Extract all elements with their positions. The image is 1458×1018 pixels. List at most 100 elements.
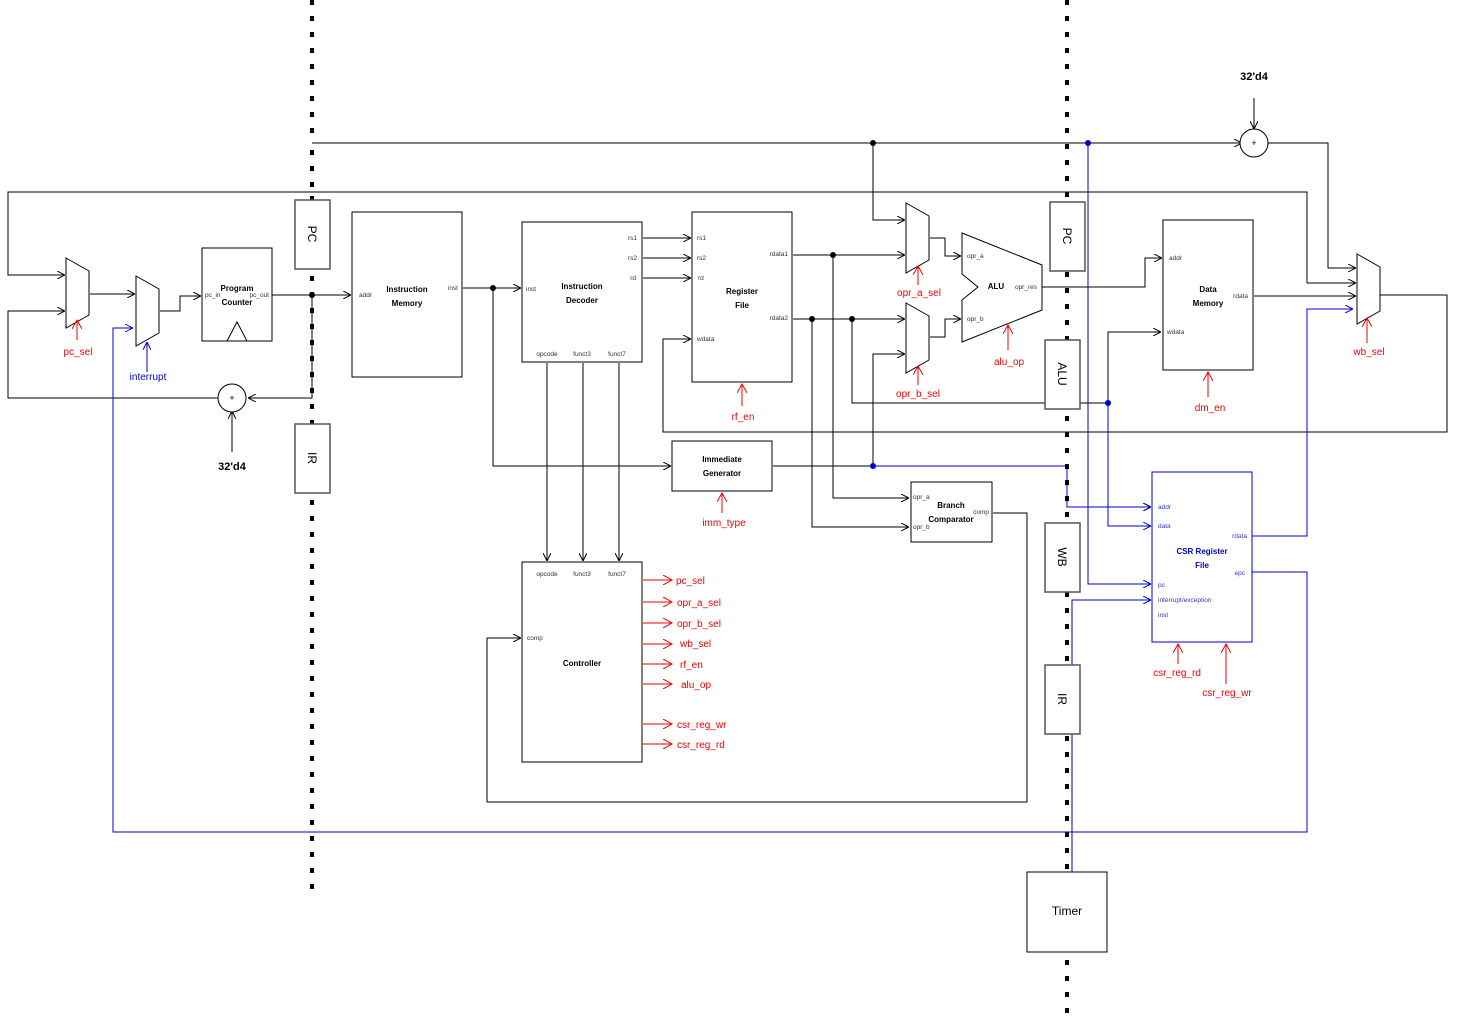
register-file-block: Register File rs1 rs2 rd wdata rdata1 rd…	[691, 211, 793, 383]
svg-text:Memory: Memory	[1193, 299, 1224, 308]
svg-text:Memory: Memory	[392, 299, 423, 308]
svg-text:Comparator: Comparator	[928, 515, 973, 524]
signal-pc-sel: pc_sel	[64, 347, 93, 358]
signal-wb-sel: wb_sel	[1352, 347, 1384, 358]
svg-text:Register: Register	[726, 287, 758, 296]
controller-output-arrows	[643, 580, 672, 744]
controller-output-csr-reg-rd: csr_reg_rd	[677, 740, 725, 751]
svg-text:opr_res: opr_res	[1015, 284, 1038, 291]
svg-text:opr_a: opr_a	[967, 253, 984, 260]
controller-output-csr-reg-wr: csr_reg_wr	[677, 720, 727, 731]
pipeline-register-pc-2: PC	[1049, 201, 1086, 272]
svg-text:Generator: Generator	[703, 469, 741, 478]
data-memory-block: Data Memory addr wdata rdata	[1162, 219, 1254, 371]
pipeline-register-pc-1: PC	[294, 199, 331, 270]
svg-text:Controller: Controller	[563, 659, 601, 668]
timer-block: Timer	[1026, 871, 1108, 953]
signal-opr-b-sel: opr_b_sel	[896, 389, 940, 400]
svg-text:addr: addr	[359, 292, 373, 299]
svg-text:ALU: ALU	[988, 282, 1005, 291]
immediate-generator-block: Immediate Generator	[671, 440, 773, 492]
svg-text:funct7: funct7	[608, 351, 626, 358]
svg-text:opr_b: opr_b	[913, 524, 930, 531]
signal-csr-reg-wr: csr_reg_wr	[1202, 688, 1252, 699]
interrupt-mux	[135, 275, 160, 347]
signal-rf-en: rf_en	[732, 412, 755, 423]
svg-text:Program: Program	[221, 284, 254, 293]
csr-wires	[112, 143, 1352, 872]
svg-text:data: data	[1158, 523, 1171, 530]
svg-text:Timer: Timer	[1052, 904, 1082, 918]
svg-text:addr: addr	[1169, 255, 1183, 262]
svg-text:opcode: opcode	[536, 351, 558, 358]
signal-dm-en: dm_en	[1195, 403, 1226, 414]
svg-text:Instruction: Instruction	[386, 285, 427, 294]
svg-text:rs1: rs1	[697, 235, 706, 242]
svg-text:rdata2: rdata2	[770, 315, 789, 322]
svg-text:interrupt/exception: interrupt/exception	[1158, 597, 1212, 604]
svg-text:PC: PC	[1060, 228, 1074, 245]
svg-text:pc_out: pc_out	[249, 292, 269, 299]
pipeline-register-ir-2: IR	[1044, 664, 1081, 735]
svg-text:opr_a: opr_a	[913, 494, 930, 501]
svg-text:ALU: ALU	[1055, 362, 1069, 385]
svg-text:WB: WB	[1055, 547, 1069, 566]
pc-sel-mux	[65, 257, 90, 329]
svg-text:+: +	[229, 393, 234, 403]
pc-adder-constant: 32'd4	[218, 461, 247, 473]
svg-text:opr_b: opr_b	[967, 316, 984, 323]
svg-text:Instruction: Instruction	[561, 282, 602, 291]
svg-text:rd: rd	[630, 275, 636, 282]
pipeline-register-alu-2: ALU	[1044, 339, 1081, 410]
svg-text:rdata: rdata	[1233, 293, 1248, 300]
svg-text:rdata: rdata	[1232, 533, 1247, 540]
svg-text:pc_in: pc_in	[205, 292, 221, 299]
wb-sel-mux	[1356, 253, 1381, 325]
control-signal-arrows	[77, 266, 1367, 684]
csr-register-file-block: CSR Register File addr data pc interrupt…	[1151, 471, 1253, 643]
svg-text:rd: rd	[698, 275, 704, 282]
svg-text:funct3: funct3	[573, 571, 591, 578]
svg-text:funct3: funct3	[573, 351, 591, 358]
svg-text:Counter: Counter	[222, 298, 253, 307]
alu-block: ALU opr_a opr_b opr_res	[961, 232, 1043, 343]
svg-text:inst: inst	[448, 285, 458, 292]
svg-text:rdata1: rdata1	[770, 251, 789, 258]
svg-text:Decoder: Decoder	[566, 296, 598, 305]
controller-output-opr-b-sel: opr_b_sel	[677, 619, 721, 630]
pipeline-register-wb-2: WB	[1044, 522, 1081, 593]
svg-text:Data: Data	[1199, 285, 1217, 294]
svg-text:epc: epc	[1235, 570, 1246, 577]
svg-text:pc: pc	[1158, 582, 1166, 589]
svg-text:IR: IR	[1055, 693, 1069, 705]
svg-text:opcode: opcode	[536, 571, 558, 578]
svg-text:wdata: wdata	[696, 336, 715, 343]
svg-text:File: File	[1195, 561, 1209, 570]
svg-text:funct7: funct7	[608, 571, 626, 578]
instruction-memory-block: Instruction Memory addr inst	[351, 211, 463, 378]
svg-text:inst: inst	[526, 286, 536, 293]
svg-text:inst: inst	[1158, 612, 1168, 619]
pc-adder: +	[217, 383, 247, 413]
signal-opr-a-sel: opr_a_sel	[897, 288, 941, 299]
controller-output-rf-en: rf_en	[680, 660, 703, 671]
branch-comparator-block: Branch Comparator opr_a opr_b comp	[910, 481, 993, 543]
controller-output-opr-a-sel: opr_a_sel	[677, 598, 721, 609]
svg-text:Branch: Branch	[937, 501, 965, 510]
opr-a-mux	[905, 202, 930, 274]
signal-interrupt: interrupt	[130, 372, 167, 383]
svg-text:comp: comp	[527, 635, 543, 642]
controller-block: Controller opcode funct3 funct7 comp	[521, 561, 643, 763]
program-counter-block: Program Counter pc_in pc_out	[201, 247, 273, 342]
svg-text:rs2: rs2	[697, 255, 706, 262]
controller-output-wb-sel: wb_sel	[679, 639, 711, 650]
signal-imm-type: imm_type	[702, 518, 746, 529]
signal-alu-op: alu_op	[994, 357, 1024, 368]
signal-csr-reg-rd: csr_reg_rd	[1153, 668, 1201, 679]
controller-output-alu-op: alu_op	[681, 680, 711, 691]
svg-text:rs2: rs2	[628, 255, 637, 262]
svg-text:IR: IR	[305, 452, 319, 464]
pipeline-register-ir-1: IR	[294, 423, 331, 494]
svg-text:PC: PC	[305, 226, 319, 243]
